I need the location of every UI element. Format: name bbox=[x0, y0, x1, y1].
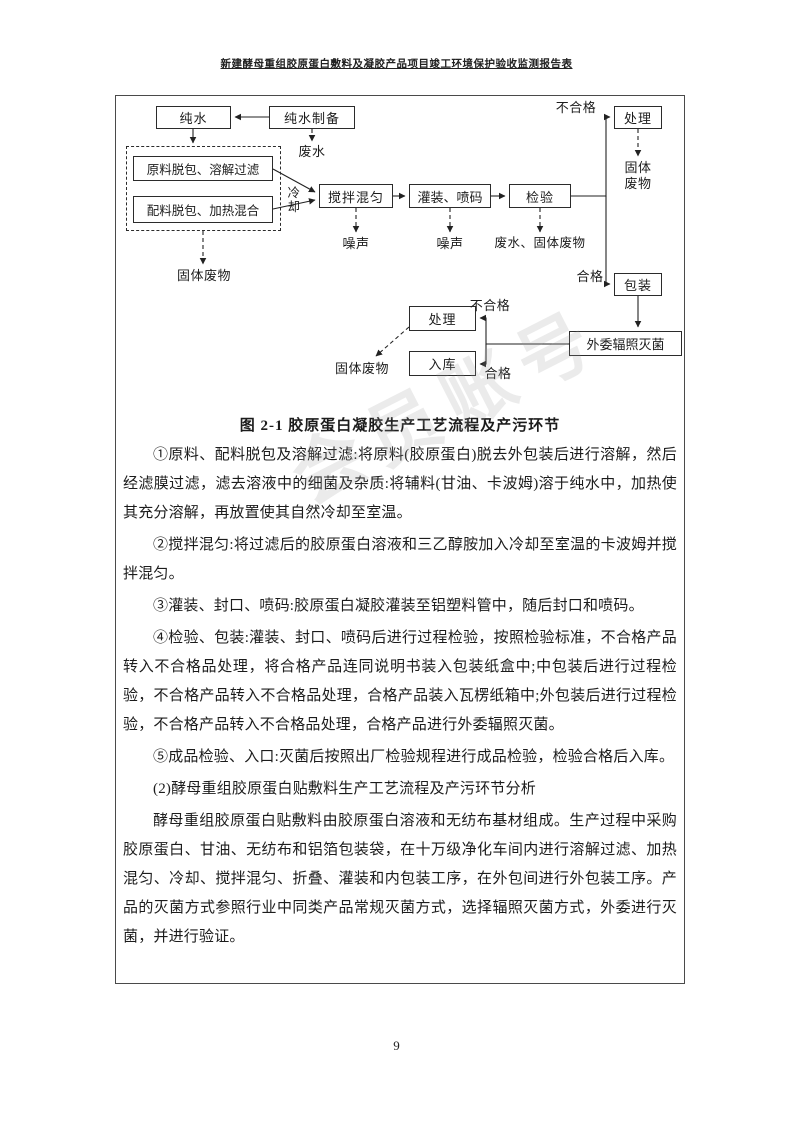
flow-box-treatment-top: 处理 bbox=[614, 106, 662, 129]
report-body-text: ①原料、配料脱包及溶解过滤:将原料(胶原蛋白)脱去外包装后进行溶解，然后经滤膜过… bbox=[116, 441, 684, 952]
flow-label-cooling: 冷却 bbox=[287, 186, 301, 214]
flow-label-solid-waste-mid: 固体废物 bbox=[334, 361, 389, 376]
flow-box-pure-water: 纯水 bbox=[156, 106, 231, 129]
flow-box-mix: 搅拌混匀 bbox=[319, 184, 393, 208]
flow-label-solid-waste-right: 固体废物 bbox=[624, 160, 652, 191]
flow-label-qualified-bottom: 合格 bbox=[484, 366, 512, 381]
paragraph-step-5: ⑤成品检验、入口:灭菌后按照出厂检验规程进行成品检验，检验合格后入库。 bbox=[153, 749, 675, 765]
document-header-title: 新建酵母重组胶原蛋白敷料及凝胶产品项目竣工环境保护验收监测报告表 bbox=[220, 59, 573, 70]
flow-label-unqualified-top: 不合格 bbox=[555, 100, 597, 115]
flow-box-fill-code: 灌装、喷码 bbox=[409, 184, 491, 208]
process-flowchart: 纯水 纯水制备 处理 原料脱包、溶解过滤 配料脱包、加热混合 搅拌混匀 灌装、喷… bbox=[116, 96, 684, 404]
paragraph-step-3: ③灌装、封口、喷码:胶原蛋白凝胶灌装至铝塑料管中，随后封口和喷码。 bbox=[153, 598, 644, 614]
paragraph-step-2: ②搅拌混匀:将过滤后的胶原蛋白溶液和三乙醇胺加入冷却至室温的卡波姆并搅拌混匀。 bbox=[123, 537, 677, 582]
flow-group-unpacking bbox=[126, 146, 281, 231]
flow-box-sterilize: 外委辐照灭菌 bbox=[569, 331, 682, 356]
flow-box-package: 包装 bbox=[614, 273, 662, 296]
page-number: 9 bbox=[393, 1038, 400, 1053]
flow-box-warehouse: 入库 bbox=[409, 351, 476, 376]
flow-label-wastewater-solid: 废水、固体废物 bbox=[494, 236, 586, 250]
flow-label-wastewater: 废水 bbox=[298, 144, 326, 159]
figure-caption: 图 2-1 胶原蛋白凝胶生产工艺流程及产污环节 bbox=[239, 418, 561, 434]
flow-label-noise-2: 噪声 bbox=[436, 236, 464, 251]
flow-label-noise-1: 噪声 bbox=[342, 236, 370, 251]
flow-box-pure-water-prep: 纯水制备 bbox=[269, 106, 355, 129]
flow-box-raw-unpack: 原料脱包、溶解过滤 bbox=[133, 156, 273, 181]
flow-box-treatment-mid: 处理 bbox=[409, 306, 476, 331]
paragraph-section-heading: (2)酵母重组胶原蛋白贴敷料生产工艺流程及产污环节分析 bbox=[153, 781, 536, 797]
flow-label-qualified-right: 合格 bbox=[576, 269, 604, 284]
flow-label-unqualified-mid: 不合格 bbox=[469, 298, 511, 313]
paragraph-dressing-description: 酵母重组胶原蛋白贴敷料由胶原蛋白溶液和无纺布基材组成。生产过程中采购胶原蛋白、甘… bbox=[123, 813, 677, 945]
flow-box-ingredient-unpack: 配料脱包、加热混合 bbox=[133, 196, 273, 223]
flowchart-connectors bbox=[189, 113, 642, 368]
report-content-cell: 纯水 纯水制备 处理 原料脱包、溶解过滤 配料脱包、加热混合 搅拌混匀 灌装、喷… bbox=[115, 95, 685, 984]
paragraph-step-4: ④检验、包装:灌装、封口、喷码后进行过程检验，按照检验标准，不合格产品转入不合格… bbox=[123, 630, 677, 733]
flow-box-inspect: 检验 bbox=[509, 184, 571, 208]
paragraph-step-1: ①原料、配料脱包及溶解过滤:将原料(胶原蛋白)脱去外包装后进行溶解，然后经滤膜过… bbox=[123, 447, 677, 521]
flow-label-solid-waste-left: 固体废物 bbox=[176, 268, 231, 283]
